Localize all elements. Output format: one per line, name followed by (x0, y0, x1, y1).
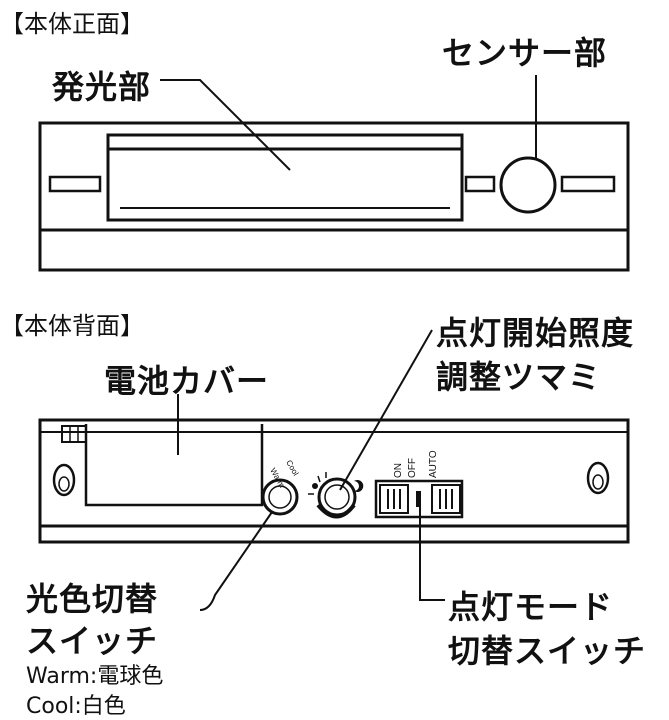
front-section-title: 【本体正面】 (0, 10, 144, 38)
brightness-knob-label-2: 調整ツマミ (436, 358, 602, 396)
sensor-circle (499, 156, 557, 214)
switch-on-label: ON (393, 463, 404, 478)
front-right-slot (560, 175, 616, 193)
cool-note: Cool:白色 (26, 694, 126, 719)
moon-icon (354, 480, 364, 493)
right-screw-hole (586, 461, 610, 495)
mode-switch-label-2: 切替スイッチ (448, 632, 647, 670)
switch-auto-label: AUTO (428, 450, 439, 478)
front-mid-slot (464, 175, 496, 193)
sensor-label: センサー部 (442, 34, 608, 72)
battery-cover (61, 424, 264, 507)
back-section-title: 【本体背面】 (0, 312, 144, 340)
warm-note: Warm:電球色 (26, 664, 164, 689)
battery-cover-label: 電池カバー (104, 362, 270, 400)
front-left-slot (48, 175, 102, 193)
light-leader-line (160, 79, 291, 171)
mode-switch-label-1: 点灯モード (448, 588, 614, 626)
sun-icon (312, 483, 318, 489)
brightness-knob-label-1: 点灯開始照度 (436, 314, 635, 352)
color-leader-line (199, 511, 273, 611)
front-body (38, 121, 630, 272)
color-switch-knob (261, 478, 299, 516)
left-screw-hole (52, 463, 76, 497)
light-emitting-label: 発光部 (52, 68, 152, 106)
switch-off-label: OFF (407, 458, 418, 478)
brightness-leader-line (339, 329, 433, 491)
mode-leader-line (419, 505, 445, 601)
color-switch-label-2: スイッチ (26, 622, 159, 660)
brightness-dial (308, 472, 357, 519)
color-switch-label-1: 光色切替 (26, 580, 159, 618)
mode-slide-switch (374, 479, 464, 519)
